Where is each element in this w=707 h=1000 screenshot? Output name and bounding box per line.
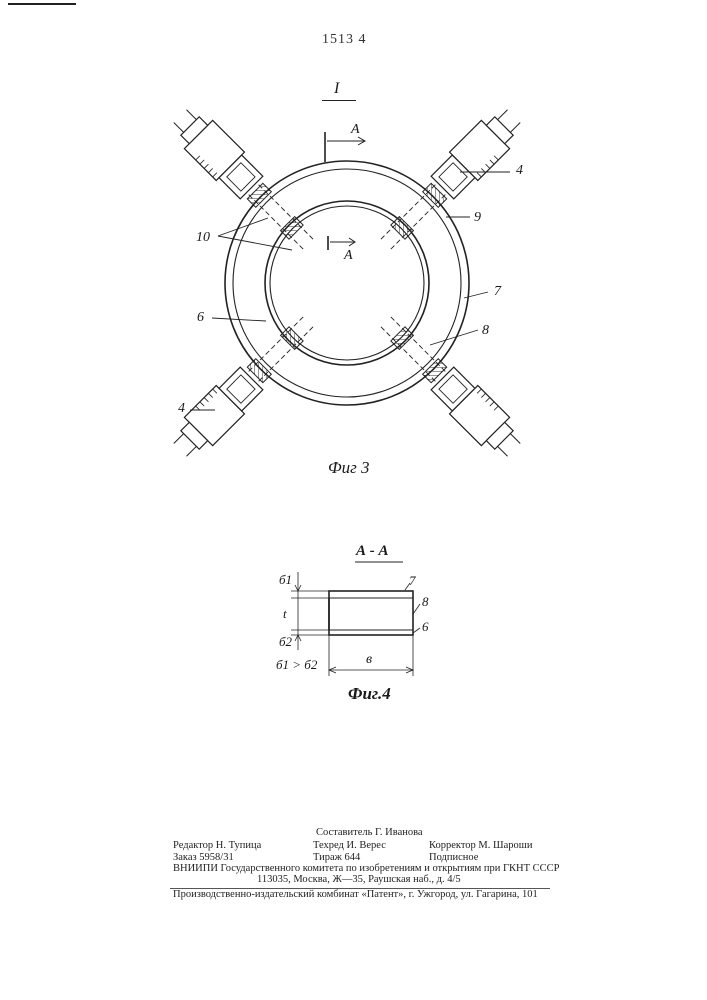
footer-circulation: Тираж 644 — [313, 852, 360, 863]
footer-institute: ВНИИПИ Государственного комитета по изоб… — [173, 863, 560, 874]
label-9: 9 — [474, 210, 481, 226]
section-marker-top: A — [351, 122, 360, 138]
label-4-right: 4 — [516, 163, 523, 179]
label-8: 8 — [482, 323, 489, 339]
fig4-label-7: 7 — [409, 573, 416, 589]
label-7: 7 — [494, 284, 501, 300]
figure-3-caption: Фиг 3 — [328, 458, 370, 478]
section-marker-bottom: A — [344, 248, 353, 264]
section-title: А - А — [356, 543, 389, 560]
dim-t: t — [283, 606, 287, 622]
figure-4-caption: Фиг.4 — [348, 684, 391, 704]
footer-printer: Производственно-издательский комбинат «П… — [173, 889, 538, 900]
footer-compiler: Составитель Г. Иванова — [316, 827, 423, 838]
footer-techred: Техред И. Верес — [313, 840, 386, 851]
footer-editor: Редактор Н. Тупица — [173, 840, 261, 851]
dim-b: в — [366, 652, 372, 668]
outer-ring-inner-edge — [233, 169, 461, 397]
label-10: 10 — [196, 230, 210, 246]
dim-b2: б2 — [279, 634, 292, 650]
dim-b1: б1 — [279, 572, 292, 588]
fig4-label-8: 8 — [422, 594, 429, 610]
footer-subscription: Подписное — [429, 852, 478, 863]
label-6: 6 — [197, 310, 204, 326]
footer-order: Заказ 5958/31 — [173, 852, 234, 863]
label-4-left: 4 — [178, 401, 185, 417]
footer-address: 113035, Москва, Ж—35, Раушская наб., д. … — [257, 874, 461, 885]
dim-condition: б1 > б2 — [276, 657, 317, 673]
fig4-label-6: 6 — [422, 619, 429, 635]
footer-corrector: Корректор М. Шароши — [429, 840, 532, 851]
